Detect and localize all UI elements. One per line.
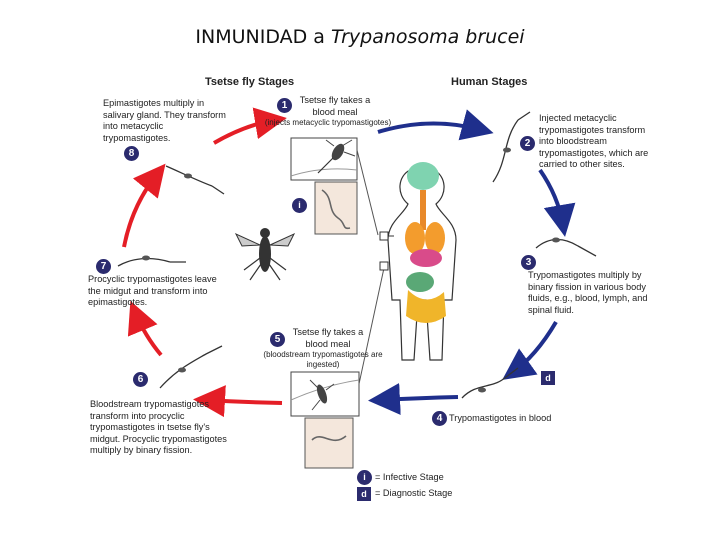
- legend-diagnostic-label: = Diagnostic Stage: [375, 488, 453, 498]
- arrow-5-to-6: [193, 385, 283, 418]
- step-6-text: Bloodstream trypomastigotes transform in…: [90, 399, 227, 456]
- legend-infective-marker: i: [357, 470, 372, 485]
- metacyclic-inset: [314, 181, 358, 235]
- tsetse-stages-header: Tsetse fly Stages: [205, 76, 295, 88]
- step-7-badge: 7: [96, 259, 111, 274]
- title-italic: Trypanosoma brucei: [330, 26, 525, 48]
- right-lung: [425, 222, 445, 254]
- step-1-text: Tsetse fly takes a blood meal: [299, 95, 371, 117]
- step-3-badge: 3: [521, 255, 536, 270]
- legend-diagnostic-marker: d: [357, 487, 371, 501]
- arrow-7-to-8: [122, 163, 166, 248]
- arrow-2-to-3: [538, 168, 576, 237]
- infective-stage-marker: i: [292, 198, 307, 213]
- step-3-text: Trypomastigotes multiply by binary fissi…: [528, 270, 648, 315]
- title-main: INMUNIDAD a: [195, 26, 331, 48]
- arrow-3-to-4: [502, 320, 558, 380]
- step-1-badge: 1: [277, 98, 292, 113]
- legend-infective-label: = Infective Stage: [375, 472, 444, 482]
- brain: [407, 162, 439, 190]
- fly-bite-illustration-1: [290, 137, 358, 181]
- parasite-7: [117, 257, 186, 267]
- human-stages-header: Human Stages: [451, 76, 528, 88]
- fly-bite-illustration-5: [290, 371, 360, 417]
- left-lung: [405, 222, 425, 254]
- bloodstream-inset: [304, 417, 354, 469]
- step-2-badge: 2: [520, 136, 535, 151]
- parasite-8: [165, 165, 225, 195]
- diagnostic-stage-marker: d: [541, 371, 555, 385]
- page-title: INMUNIDAD a Trypanosoma brucei: [0, 26, 720, 48]
- arrow-4-to-5: [368, 383, 459, 415]
- step-5-badge: 5: [270, 332, 285, 347]
- parasite-6: [159, 345, 223, 389]
- parasite-3: [535, 238, 597, 257]
- liver: [410, 249, 442, 267]
- step-7-text: Procyclic trypomastigotes leave the midg…: [88, 274, 217, 308]
- arrow-8-to-1: [212, 107, 287, 145]
- tsetse-fly-illustration: [234, 228, 296, 281]
- intestines: [406, 290, 446, 323]
- step-4-text: Trypomastigotes in blood: [449, 413, 552, 423]
- arrow-1-to-2: [377, 109, 494, 141]
- human-body-illustration: [387, 162, 457, 361]
- step-4-badge: 4: [432, 411, 447, 426]
- spinal-cord: [420, 190, 426, 230]
- step-1-subtext: (injects metacyclic trypomastigotes): [264, 118, 392, 127]
- arrow-6-to-7: [127, 300, 163, 357]
- step-2-text: Injected metacyclic trypomastigotes tran…: [539, 113, 649, 170]
- step-8-badge: 8: [124, 146, 139, 161]
- step-5-text: Tsetse fly takes a blood meal: [292, 327, 364, 349]
- step-5-subtext: (bloodstream trypomastigotes are ingeste…: [263, 350, 383, 369]
- step-8-text: Epimastigotes multiply in salivary gland…: [103, 98, 226, 143]
- step-6-badge: 6: [133, 372, 148, 387]
- stomach: [406, 272, 434, 292]
- parasite-4: [461, 367, 519, 399]
